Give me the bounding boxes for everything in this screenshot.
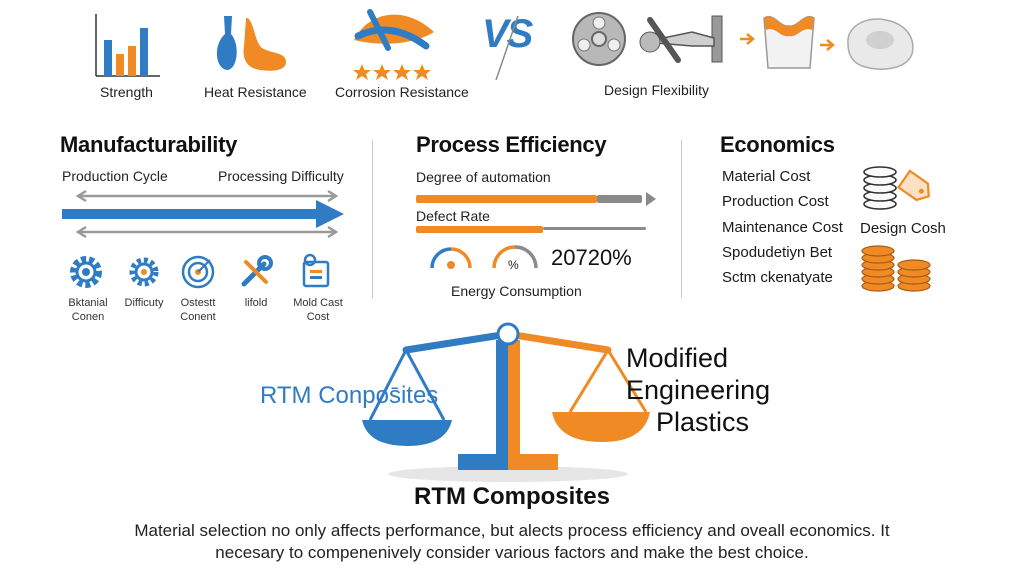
- gear-icon-2: [128, 256, 160, 288]
- strength-label: Strength: [100, 84, 153, 100]
- corrosion-resistance-label: Corrosion Resistance: [335, 84, 469, 100]
- automation-label: Degree of automation: [416, 169, 551, 185]
- target-icon: [180, 254, 216, 290]
- balance-scale-graphic: [340, 316, 650, 484]
- molded-part-icon: [760, 10, 818, 72]
- heat-resistance-icon: [210, 12, 290, 74]
- arrow-right-icon-1: [738, 32, 758, 46]
- manufacturability-title: Manufacturability: [60, 132, 238, 157]
- mold-cost-icon: [298, 252, 334, 290]
- economics-item-1: Material Cost: [722, 168, 811, 185]
- mfg-icon-caption-2: Difficuty: [124, 297, 164, 309]
- vs-divider: [488, 14, 528, 82]
- economics-title: Economics: [720, 132, 835, 157]
- design-cost-label: Design Cosh: [860, 220, 946, 237]
- defect-rate-label: Defect Rate: [416, 208, 490, 224]
- design-flexibility-label: Design Flexibility: [604, 82, 710, 98]
- modified-engineering-plastics-label: Modified Engineering Plastics: [626, 343, 771, 437]
- defect-rate-bar: [416, 226, 646, 236]
- gear-icon-1: [68, 254, 104, 290]
- vs-label: VS: [482, 12, 533, 56]
- production-cycle-label: Production Cycle: [62, 168, 168, 184]
- economics-item-3: Maintenance Cost: [722, 219, 843, 236]
- percent-value: 20720%: [551, 245, 632, 270]
- economics-item-2: Production Cost: [722, 193, 829, 210]
- heat-resistance-label: Heat Resistance: [204, 84, 307, 100]
- process-arrows: [60, 188, 350, 240]
- automation-bar: [416, 192, 656, 206]
- tool-arm-icon: [632, 12, 736, 70]
- reel-icon: [570, 10, 628, 68]
- gauge-percent-sign: %: [508, 258, 519, 272]
- energy-gauge-icon-1: [428, 238, 474, 272]
- energy-consumption-label: Energy Consumption: [451, 283, 582, 299]
- process-efficiency-title: Process Efficiency: [416, 132, 607, 157]
- divider-left: [372, 140, 373, 298]
- conclusion-title: RTM Composites: [413, 483, 610, 510]
- divider-right: [681, 140, 682, 298]
- corrosion-resistance-icon: [348, 6, 444, 80]
- economics-item-4: Spodudetiyn Bet: [722, 244, 833, 261]
- arrow-right-icon-2: [818, 38, 838, 52]
- strength-chart-icon: [92, 10, 162, 80]
- orange-coins-icon: [860, 244, 934, 294]
- economics-item-5: Sctm ckenatyate: [722, 269, 833, 286]
- wrench-icon: [238, 254, 274, 290]
- processing-difficulty-label: Processing Difficulty: [218, 168, 344, 184]
- mfg-icon-caption-4: lifold: [244, 297, 268, 309]
- conclusion-text: Material selection no only affects perfo…: [134, 521, 890, 562]
- white-part-icon: [840, 14, 920, 74]
- coin-stack-tag-icon: [862, 164, 938, 214]
- energy-gauge-icon-2: [490, 238, 540, 272]
- rtm-composites-scale-label: RTM Conpos̄ites: [260, 382, 439, 409]
